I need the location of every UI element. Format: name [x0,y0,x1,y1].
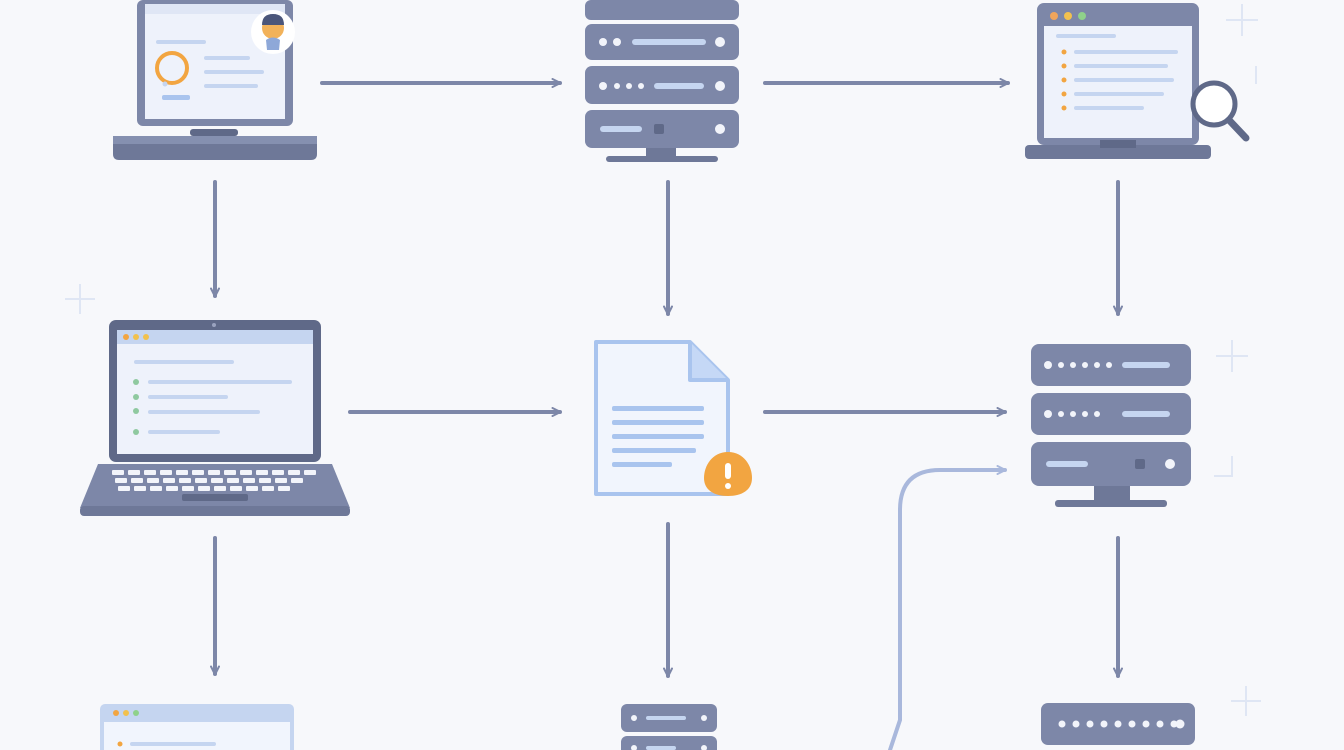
keyboard-key [128,470,140,475]
switch-port [1100,720,1108,728]
keyboard-key [262,486,274,491]
keyboard-key [224,470,236,475]
keyboard-key [240,470,252,475]
switch-port [1170,720,1178,728]
switch-port [1058,720,1066,728]
keyboard-key [304,470,316,475]
keyboard-key [115,478,127,483]
laptop-with-user-avatar-icon [113,0,317,160]
keyboard-key [179,478,191,483]
network-switch-icon [1041,703,1195,745]
switch-port [1086,720,1094,728]
switch-port [1128,720,1136,728]
server-rack-icon-middle [1031,344,1191,507]
keyboard-key [246,486,258,491]
keyboard-key [214,486,226,491]
keyboard-key [227,478,239,483]
keyboard-key [256,470,268,475]
keyboard-key [230,486,242,491]
keyboard-key [163,478,175,483]
keyboard-key [211,478,223,483]
keyboard-key [192,470,204,475]
server-rack-icon-small [621,704,717,750]
keyboard-key [272,470,284,475]
laptop-with-list-icon [80,320,350,516]
keyboard-key [278,486,290,491]
keyboard-key [291,478,303,483]
switch-port [1114,720,1122,728]
connections [210,78,1123,750]
keyboard-key [176,470,188,475]
switch-port [1156,720,1164,728]
arrow-curved-to-server [888,465,1007,750]
keyboard-key [275,478,287,483]
keyboard-key [160,470,172,475]
keyboard-key [166,486,178,491]
monitor-with-magnifier-icon [1025,3,1250,159]
decorative-sparkles [65,4,1261,716]
keyboard-key [131,478,143,483]
keyboard-key [118,486,130,491]
switch-port [1072,720,1080,728]
keyboard-key [198,486,210,491]
switch-status-led [1175,719,1185,729]
keyboard-key [259,478,271,483]
keyboard-key [112,470,124,475]
document-with-alert-badge-icon [594,340,752,496]
keyboard-key [150,486,162,491]
switch-port [1142,720,1150,728]
keyboard-key [288,470,300,475]
keyboard-key [182,486,194,491]
keyboard-key [144,470,156,475]
keyboard-key [134,486,146,491]
keyboard-key [147,478,159,483]
keyboard-key [195,478,207,483]
keyboard-key [243,478,255,483]
server-rack-icon [585,0,739,162]
keyboard-key [208,470,220,475]
browser-window-icon [100,704,294,750]
